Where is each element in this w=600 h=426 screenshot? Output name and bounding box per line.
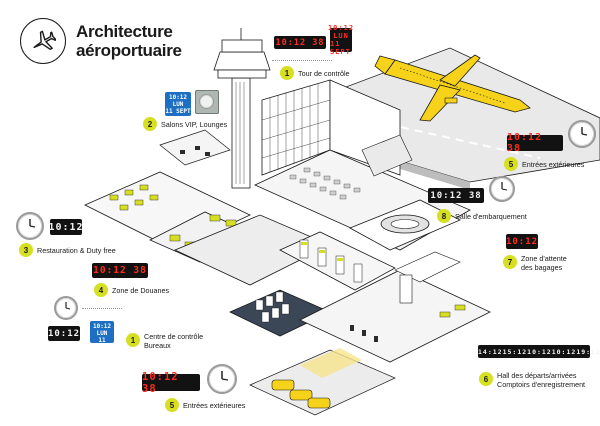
zone-badge-exterior-top: 5 [504, 157, 518, 171]
airplane-icon [20, 18, 66, 64]
customs-zone [174, 214, 396, 291]
zone-label-control: Centre de contrôle Bureaux [144, 332, 204, 350]
hall-clock-4: 10:12 [551, 347, 577, 356]
vip-clock-time: 10:12 [168, 94, 188, 101]
zone-badge-tower: 1 [280, 66, 294, 80]
taxi-area [249, 348, 396, 416]
control-tower [213, 28, 271, 189]
tower-date-clock: 10:12 LUN 11 SEPT [328, 24, 353, 56]
tower-date-time: 10:12 [327, 24, 355, 32]
zone-badge-douanes: 4 [94, 283, 108, 297]
zone-badge-boarding: 8 [437, 209, 451, 223]
exterior-top-analog-clock [568, 120, 596, 148]
vip-analog-clock-panel [195, 90, 219, 114]
zone-label-boarding: Salle d'embarquement [455, 212, 527, 221]
zone-label-restaurant: Restauration & Duty free [37, 246, 116, 255]
hall-clock-2: 15:12 [502, 347, 528, 356]
tower-date-day: LUN [333, 32, 349, 40]
douanes-digital-clock: 10:12 38 [92, 263, 148, 278]
clock-hands-icon [221, 371, 229, 381]
baggage-digital-clock: 10:12 [506, 234, 538, 249]
tower-digital-clock: 10:12 38 [274, 36, 326, 49]
boarding-analog-clock [489, 176, 515, 202]
airplane [374, 54, 531, 122]
control-leader-line [82, 308, 122, 309]
restaurant-digital-clock: 10:12 [48, 219, 83, 235]
clock-hands-icon [29, 219, 36, 228]
vip-blue-clock: 10:12 LUN 11 SEPT [165, 92, 191, 116]
control-analog-clock [54, 296, 78, 320]
restaurant-analog-clock [16, 212, 44, 240]
baggage-carousel [349, 199, 461, 251]
control-digital-clock: 10:12 [48, 326, 80, 341]
zone-label-exterior-top: Entrées extérieures [522, 160, 585, 169]
hall-clock-3: 10:12 [527, 347, 552, 356]
zone-badge-baggage: 7 [503, 255, 517, 269]
exterior-top-digital-clock: 10:12 38 [507, 132, 563, 154]
clock-hands-icon [581, 127, 588, 136]
zone-badge-hall: 6 [479, 372, 493, 386]
zone-label-baggage: Zone d'attente des bagages [521, 254, 567, 272]
control-clock-day: LUN [96, 330, 108, 337]
clock-hands-icon [65, 302, 71, 310]
zone-badge-restaurant: 3 [19, 243, 33, 257]
tower-leader-line [272, 60, 332, 61]
zone-label-hall: Hall des départs/arrivées Comptoirs d'en… [497, 371, 586, 389]
exterior-bottom-digital-clock: 10:12 38 [142, 371, 200, 395]
boarding-digital-clock: 10:12 38 [428, 188, 484, 203]
exterior-bottom-analog-clock [207, 364, 237, 394]
zone-label-douanes: Zone de Douanes [112, 286, 170, 295]
control-clock-date: 11 SEPT [94, 337, 110, 351]
zone-label-tower: Tour de contrôle [298, 69, 350, 78]
vip-clock-face [199, 94, 214, 109]
control-blue-clock: 10:12 LUN 11 SEPT [90, 321, 114, 351]
zone-badge-vip: 2 [143, 117, 157, 131]
tower-date-date: 11 SEPT [330, 40, 351, 56]
zone-badge-control: 1 [126, 333, 140, 347]
title-line-2: aéroportuaire [76, 41, 182, 60]
page-title: Architecture aéroportuaire [76, 22, 182, 60]
title-block: Architecture aéroportuaire [20, 18, 182, 64]
departures-hall [299, 251, 491, 363]
vip-clock-day: LUN [172, 101, 184, 108]
zone-badge-exterior-bottom: 5 [165, 398, 179, 412]
vip-clock-date: 11 SEPT [165, 108, 191, 115]
hall-clock-5: 19:12 [576, 347, 600, 356]
zone-label-vip: Salons VIP, Lounges [161, 120, 228, 129]
control-clock-time: 10:12 [92, 323, 112, 330]
zone-label-exterior-bottom: Entrées extérieures [183, 401, 246, 410]
hall-clock-1: 14:12 [478, 347, 503, 356]
hall-world-clocks: 14:12 15:12 10:12 10:12 19:12 [478, 345, 600, 358]
title-line-1: Architecture [76, 22, 173, 41]
clock-hands-icon [501, 182, 508, 191]
